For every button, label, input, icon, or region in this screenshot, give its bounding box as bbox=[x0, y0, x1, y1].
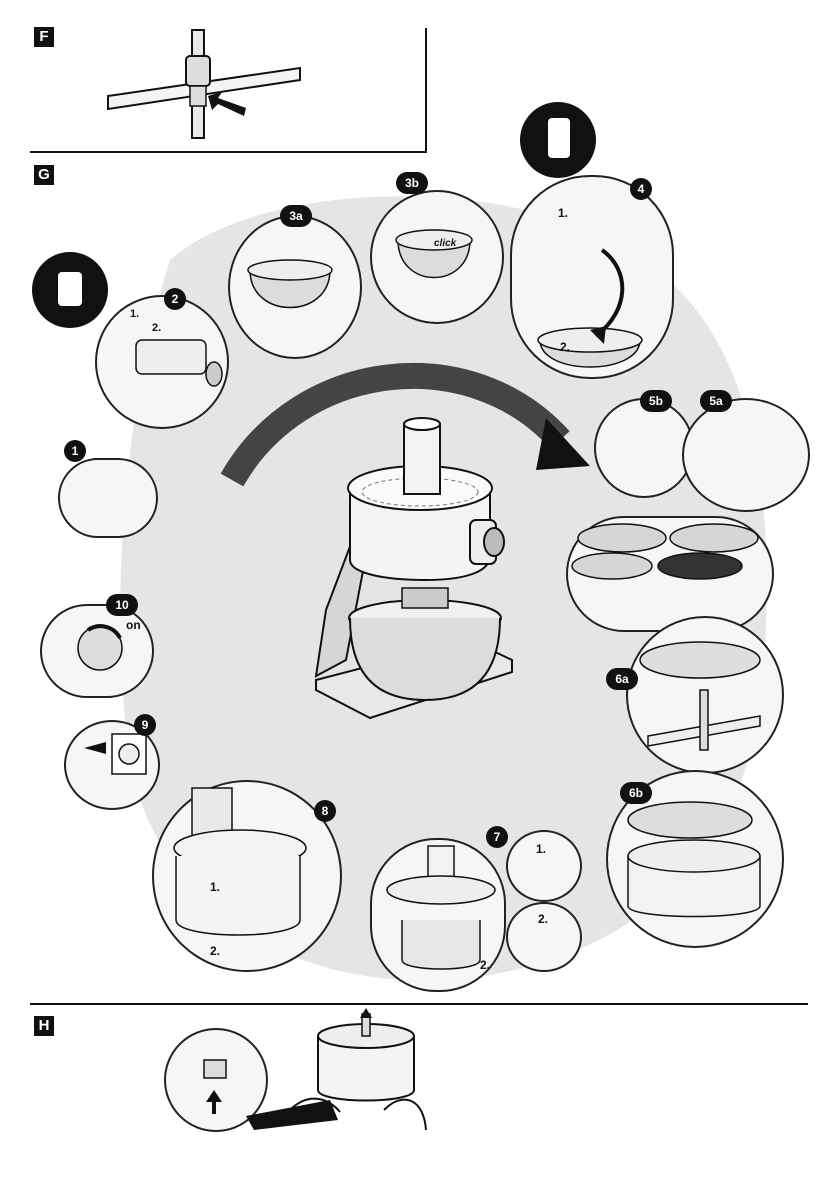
shaft-assembly-drawing bbox=[107, 29, 301, 139]
food-processor-drawing bbox=[314, 417, 513, 720]
section-h-detail-circle bbox=[164, 1028, 268, 1132]
step-10-on-label: on bbox=[126, 618, 141, 632]
step-badge-2: 2 bbox=[164, 288, 186, 310]
step-6a-vignette bbox=[626, 616, 784, 774]
section-h-label: H bbox=[34, 1016, 54, 1036]
lift-up-arrow-icon bbox=[360, 1008, 372, 1018]
step-1-vignette bbox=[58, 458, 158, 538]
step-7-detail-2-label: 2. bbox=[538, 912, 549, 926]
step-7-1-detail bbox=[506, 830, 582, 902]
step-7-2-detail bbox=[506, 902, 582, 972]
section-f-label: F bbox=[34, 27, 54, 47]
step-3b-vignette bbox=[370, 190, 504, 324]
step-badge-8: 8 bbox=[314, 800, 336, 822]
step-8-sub-1-label: 1. bbox=[210, 880, 221, 894]
step-2-sub-2-label: 2. bbox=[152, 322, 162, 334]
step-4-sub-1-label: 1. bbox=[558, 206, 569, 220]
section-h-divider bbox=[30, 1003, 808, 1005]
step-4-vignette bbox=[510, 175, 674, 379]
insert-rotation-icon bbox=[520, 102, 596, 178]
step-badge-3b: 3b bbox=[396, 172, 428, 194]
section-f-frame-right bbox=[425, 28, 427, 152]
step-badge-9: 9 bbox=[134, 714, 156, 736]
step-7-detail-1-label: 1. bbox=[536, 842, 547, 856]
step-5a-vignette bbox=[682, 398, 810, 512]
section-g-label: G bbox=[34, 165, 54, 185]
step-badge-1: 1 bbox=[64, 440, 86, 462]
step-3b-click-label: click bbox=[434, 238, 457, 249]
step-2-vignette bbox=[95, 295, 229, 429]
step-badge-6a: 6a bbox=[606, 668, 638, 690]
step-badge-10: 10 bbox=[106, 594, 138, 616]
step-badge-4: 4 bbox=[630, 178, 652, 200]
pointing-arrow-icon bbox=[208, 92, 246, 116]
discs-overview-vignette bbox=[566, 516, 774, 632]
step-badge-7: 7 bbox=[486, 826, 508, 848]
step-badge-5b: 5b bbox=[640, 390, 672, 412]
step-badge-3a: 3a bbox=[280, 205, 312, 227]
step-3a-vignette bbox=[228, 215, 362, 359]
step-7-sub-2-label: 2. bbox=[480, 958, 491, 972]
step-2-sub-1-label: 1. bbox=[130, 308, 140, 320]
step-4-sub-2-label: 2. bbox=[560, 340, 571, 354]
step-8-sub-2-label: 2. bbox=[210, 944, 221, 958]
section-f-frame-bottom bbox=[30, 151, 427, 153]
curved-arrow-icon bbox=[536, 418, 590, 470]
step-badge-5a: 5a bbox=[700, 390, 732, 412]
insert-locking-icon bbox=[32, 252, 108, 328]
step-badge-6b: 6b bbox=[620, 782, 652, 804]
step-5b-vignette bbox=[594, 398, 694, 498]
